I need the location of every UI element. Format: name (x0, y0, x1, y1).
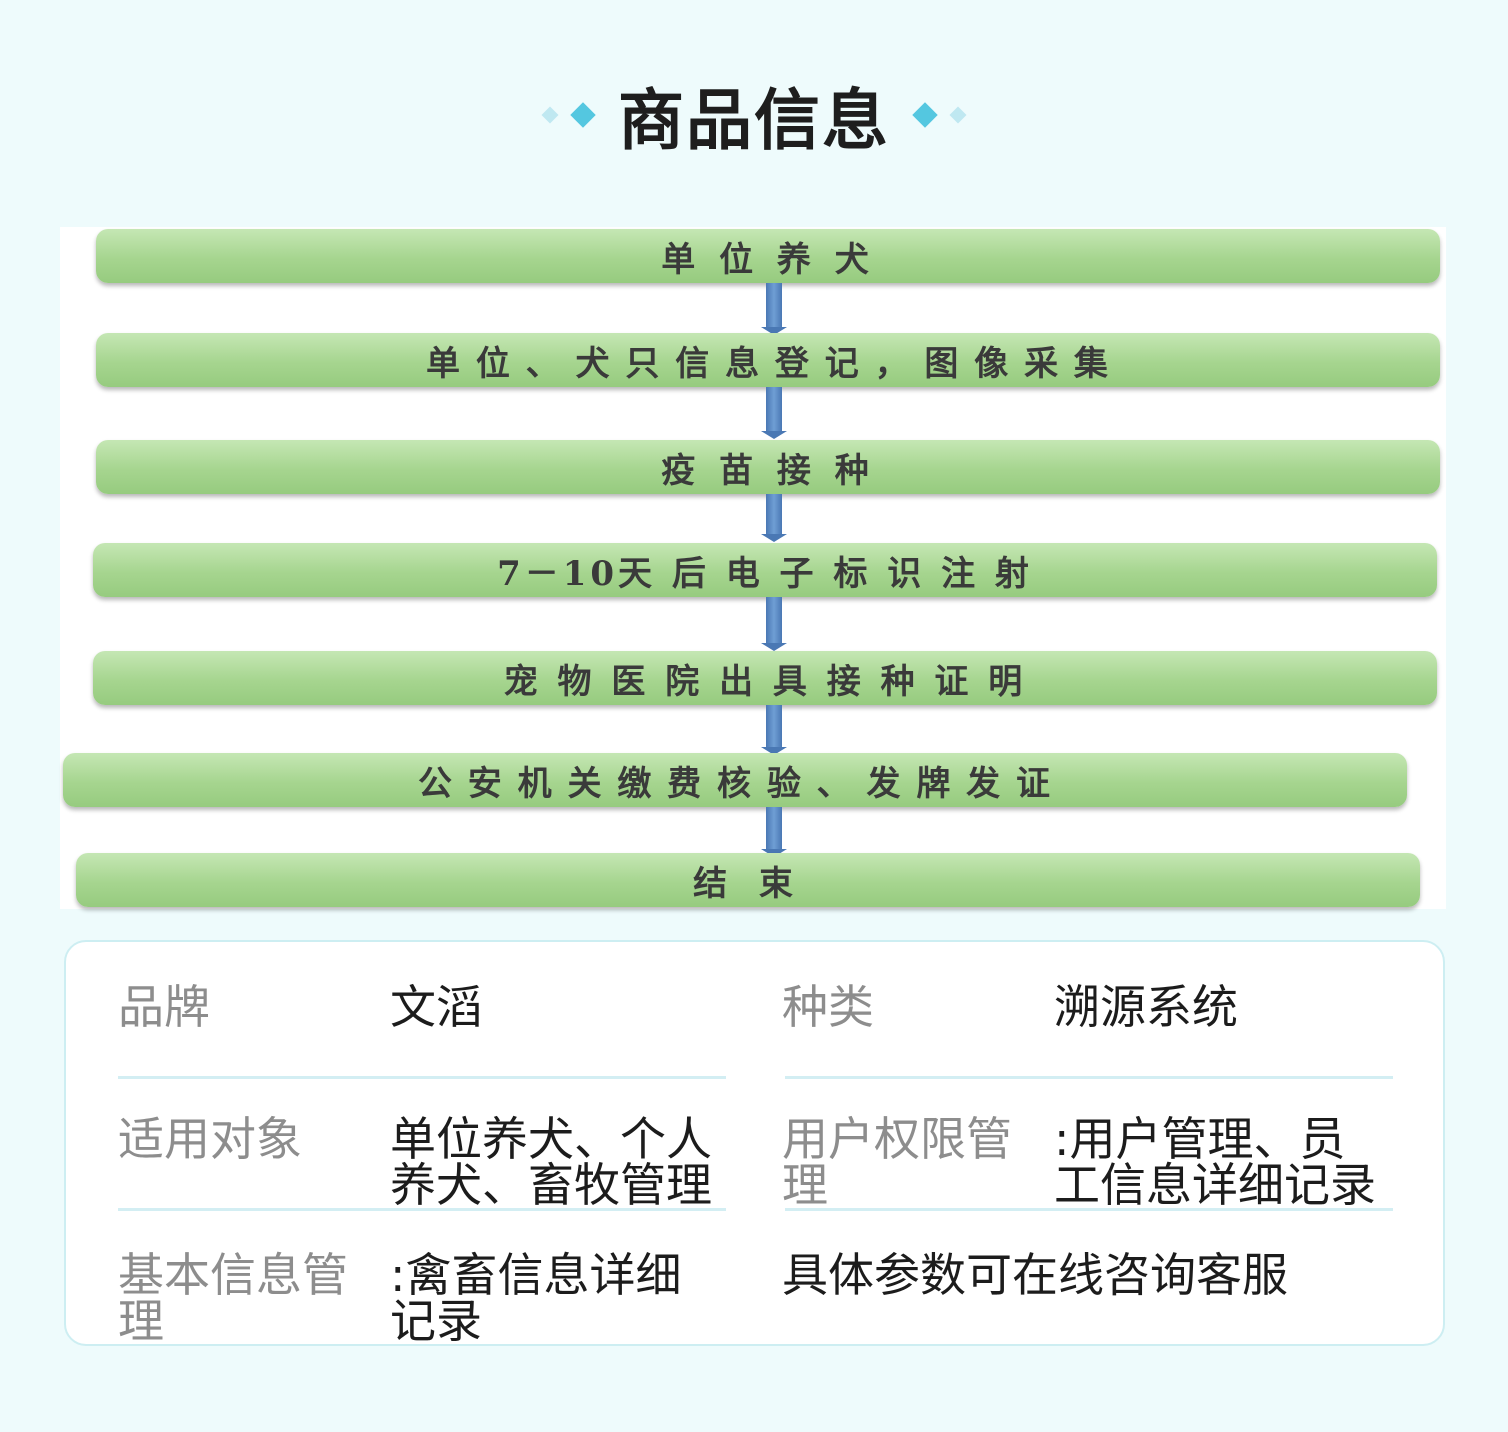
section-title: 商品信息 (618, 82, 890, 159)
diamond-icon (541, 106, 559, 124)
basic-info-value-line: :禽畜信息详细 (390, 1248, 682, 1302)
product-info-card: 品牌 文滔 种类 溯源系统 适用对象 单位养犬、个人 养犬、畜牧管理 用户权限管… (64, 940, 1445, 1346)
permission-label: 用户权限管 理 (782, 1116, 1012, 1208)
row-divider (785, 1076, 1393, 1079)
flow-step: 7－10天 后 电 子 标 识 注 射 (93, 543, 1437, 597)
process-flowchart: 单 位 养 犬 单 位 、 犬 只 信 息 登 记 ， 图 像 采 集 疫 苗 … (60, 227, 1446, 909)
permission-value-line: :用户管理、员 (1054, 1112, 1346, 1166)
flow-step: 单 位 、 犬 只 信 息 登 记 ， 图 像 采 集 (96, 333, 1440, 387)
permission-label-line: 用户权限管 (782, 1112, 1012, 1166)
diamond-icon (570, 102, 596, 128)
row-divider (118, 1076, 726, 1079)
right-decoration (912, 102, 967, 128)
category-value: 溯源系统 (1054, 980, 1238, 1034)
row-divider (118, 1208, 726, 1211)
flow-step: 单 位 养 犬 (96, 229, 1440, 283)
basic-info-label-line: 基本信息管 (118, 1248, 348, 1302)
basic-info-value-line: 记录 (390, 1294, 482, 1348)
diamond-icon (912, 102, 938, 128)
flow-step: 公 安 机 关 缴 费 核 验 、 发 牌 发 证 (63, 753, 1407, 807)
brand-label: 品牌 (118, 980, 210, 1034)
left-decoration (541, 102, 596, 128)
down-arrow-icon (761, 387, 787, 439)
down-arrow-icon (761, 705, 787, 755)
down-arrow-icon (761, 807, 787, 857)
down-arrow-icon (761, 597, 787, 651)
permission-value-line: 工信息详细记录 (1054, 1158, 1376, 1212)
basic-info-label: 基本信息管 理 (118, 1252, 348, 1344)
flow-step: 结 束 (76, 853, 1420, 907)
down-arrow-icon (761, 283, 787, 335)
target-label: 适用对象 (118, 1112, 302, 1166)
row-divider (785, 1208, 1393, 1211)
flow-step: 疫 苗 接 种 (96, 440, 1440, 494)
consult-note: 具体参数可在线咨询客服 (782, 1248, 1288, 1302)
target-value-line: 单位养犬、个人 (390, 1112, 712, 1166)
section-header: 商品信息 (0, 70, 1508, 160)
basic-info-value: :禽畜信息详细 记录 (390, 1252, 682, 1344)
category-label: 种类 (782, 980, 874, 1034)
target-value: 单位养犬、个人 养犬、畜牧管理 (390, 1116, 712, 1208)
down-arrow-icon (761, 494, 787, 542)
target-value-line: 养犬、畜牧管理 (390, 1158, 712, 1212)
basic-info-label-line: 理 (118, 1294, 164, 1348)
permission-value: :用户管理、员 工信息详细记录 (1054, 1116, 1376, 1208)
brand-value: 文滔 (390, 980, 482, 1034)
permission-label-line: 理 (782, 1158, 828, 1212)
flow-step: 宠 物 医 院 出 具 接 种 证 明 (93, 651, 1437, 705)
diamond-icon (949, 106, 967, 124)
